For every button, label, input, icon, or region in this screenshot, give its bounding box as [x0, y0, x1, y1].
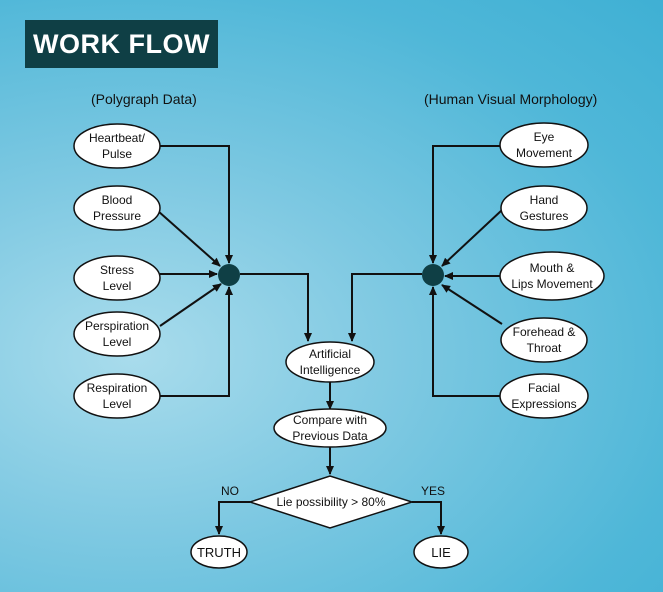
edge-decision-lie [412, 501, 445, 535]
node-blood-pressure: Blood Pressure [73, 185, 161, 231]
node-stress-level: Stress Level [73, 255, 161, 301]
node-hand-line2: Gestures [520, 209, 569, 223]
left-connectors [157, 145, 312, 397]
node-mouth-line2: Lips Movement [511, 277, 593, 291]
edge-respiration-hub [160, 286, 233, 397]
edge-eye-hub [429, 145, 500, 264]
node-eye-line1: Eye [534, 130, 555, 144]
edge-perspiration-hub [159, 283, 222, 327]
node-mouth-line1: Mouth & [530, 261, 575, 275]
node-mouth-lips: Mouth & Lips Movement [499, 251, 605, 301]
node-stress-line1: Stress [100, 263, 134, 277]
node-forehead-line2: Throat [527, 341, 562, 355]
node-hand-gestures: Hand Gestures [500, 185, 588, 231]
node-respiration-line2: Level [103, 397, 132, 411]
node-blood-line1: Blood [102, 193, 133, 207]
node-truth: TRUTH [190, 535, 248, 569]
edge-forehead-hub [441, 284, 503, 325]
edge-facial-hub [429, 286, 500, 397]
node-heartbeat-line2: Pulse [102, 147, 132, 161]
right-connectors [348, 145, 503, 397]
page-title: WORK FLOW [25, 20, 218, 68]
edge-blood-hub [157, 210, 221, 267]
visual-hub [422, 264, 444, 286]
node-facial-line1: Facial [528, 381, 560, 395]
node-stress-line2: Level [103, 279, 132, 293]
node-forehead-line1: Forehead & [513, 325, 576, 339]
node-heartbeat-line1: Heartbeat/ [89, 131, 146, 145]
node-eye-movement: Eye Movement [499, 122, 589, 168]
polygraph-hub [218, 264, 240, 286]
decision-label: Lie possibility > 80% [276, 495, 385, 509]
visual-heading: (Human Visual Morphology) [424, 91, 598, 107]
node-eye-line2: Movement [516, 146, 573, 160]
yes-label: YES [421, 484, 445, 498]
node-perspiration-line1: Perspiration [85, 319, 149, 333]
node-lie: LIE [413, 535, 469, 569]
node-facial-line2: Expressions [511, 397, 576, 411]
polygraph-heading: (Polygraph Data) [91, 91, 197, 107]
edge-righthub-ai [348, 273, 422, 342]
edge-lefthub-ai [240, 273, 312, 342]
node-perspiration-line2: Level [103, 335, 132, 349]
central-connectors [215, 382, 445, 535]
node-facial-expressions: Facial Expressions [499, 373, 589, 419]
node-compare: Compare with Previous Data [273, 408, 387, 448]
node-heartbeat: Heartbeat/ Pulse [73, 123, 161, 169]
node-compare-line2: Previous Data [292, 429, 368, 443]
node-hand-line1: Hand [530, 193, 559, 207]
node-blood-line2: Pressure [93, 209, 141, 223]
node-respiration-level: Respiration Level [73, 373, 161, 419]
lie-label: LIE [431, 545, 451, 560]
node-respiration-line1: Respiration [87, 381, 148, 395]
node-artificial-intelligence: Artificial Intelligence [285, 341, 375, 383]
truth-label: TRUTH [197, 545, 241, 560]
node-ai-line2: Intelligence [300, 363, 361, 377]
node-perspiration-level: Perspiration Level [73, 311, 161, 357]
edge-hand-hub [441, 209, 503, 267]
edge-decision-truth [215, 501, 250, 535]
edge-heartbeat-hub [160, 145, 233, 264]
node-ai-line1: Artificial [309, 347, 351, 361]
node-forehead-throat: Forehead & Throat [500, 317, 588, 363]
no-label: NO [221, 484, 239, 498]
decision-diamond: Lie possibility > 80% [247, 475, 415, 529]
node-compare-line1: Compare with [293, 413, 367, 427]
